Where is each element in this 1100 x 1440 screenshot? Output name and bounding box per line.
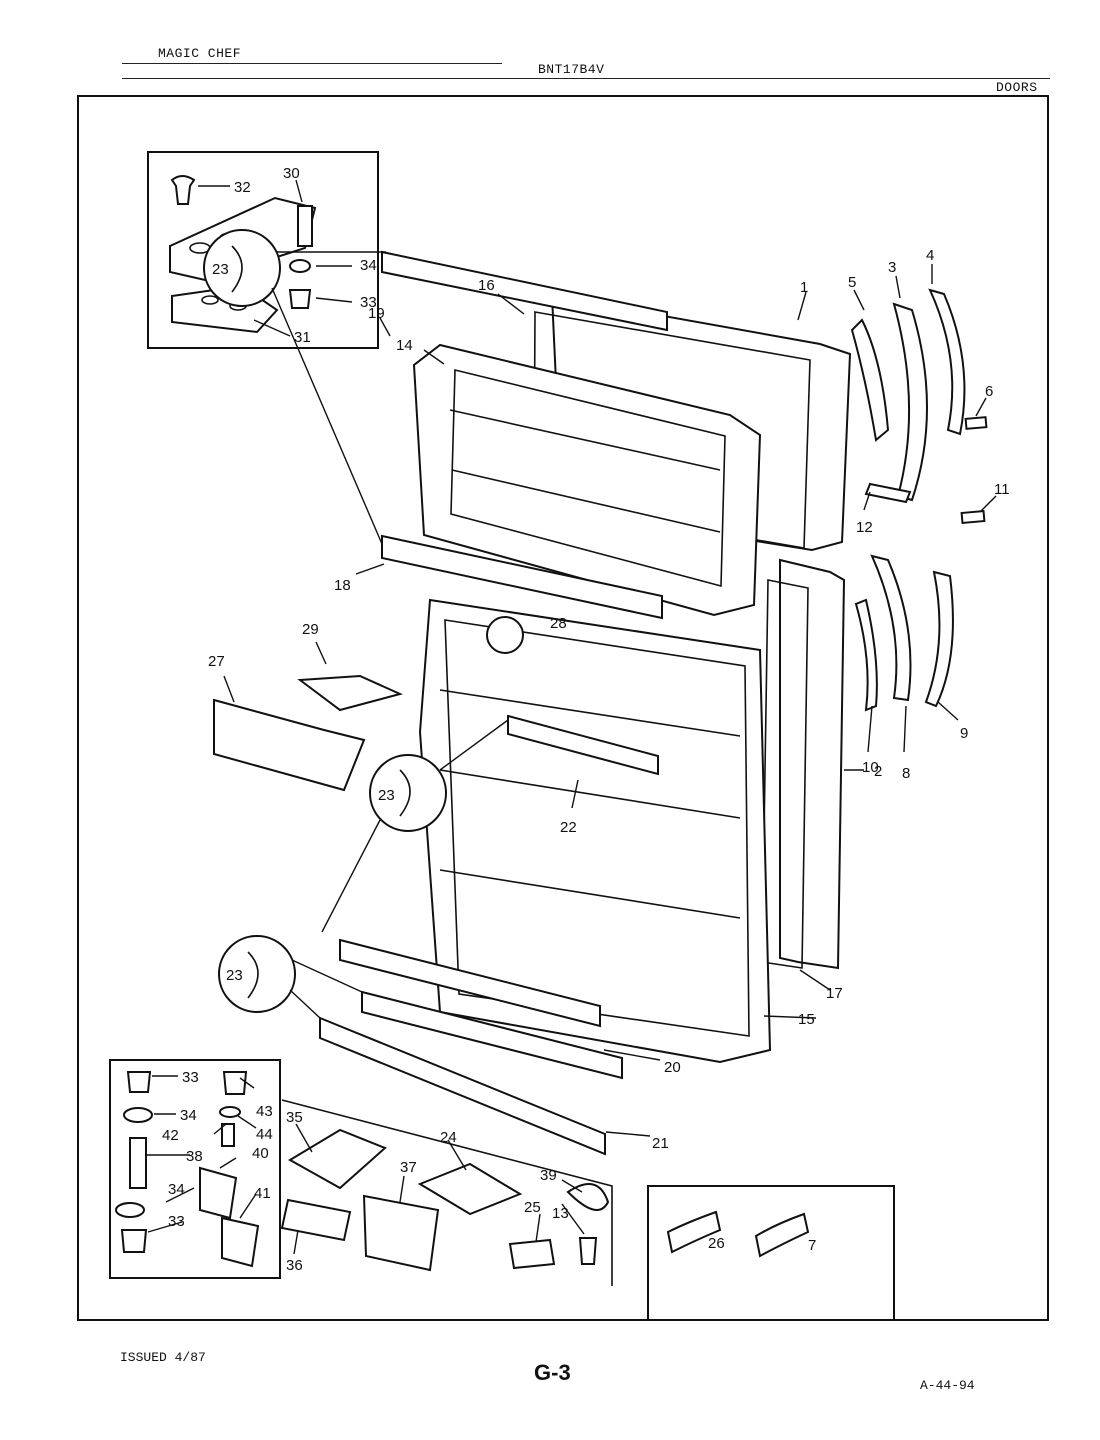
callout-43: 43 xyxy=(256,1103,273,1120)
header-rule-right xyxy=(122,78,1050,79)
callout-31: 31 xyxy=(294,329,311,346)
callout-30: 30 xyxy=(283,165,300,182)
callout-28: 28 xyxy=(550,615,567,632)
callout-15: 15 xyxy=(798,1011,815,1028)
lower-hinge-35 xyxy=(288,1128,387,1190)
callout-9: 9 xyxy=(960,725,968,742)
callout-10: 10 xyxy=(862,759,879,776)
leader-lines xyxy=(146,179,997,1255)
callout-25: 25 xyxy=(524,1199,541,1216)
callout-12: 12 xyxy=(856,519,873,536)
freezer-door-liner xyxy=(412,343,762,617)
bottom-hinge-inset xyxy=(109,1059,281,1279)
door-shelf-rail-22 xyxy=(507,714,659,776)
diagram-frame xyxy=(77,95,1049,1321)
callout-37: 37 xyxy=(400,1159,417,1176)
callout-11: 11 xyxy=(994,481,1010,498)
callout-20: 20 xyxy=(664,1059,681,1076)
section-label: DOORS xyxy=(996,80,1038,95)
callout-38: 38 xyxy=(186,1148,203,1165)
callout-34-bottom-a: 34 xyxy=(180,1107,197,1124)
callout-44: 44 xyxy=(256,1126,273,1143)
hinge-part-8 xyxy=(870,554,912,702)
lower-hinge-shim-36 xyxy=(280,1198,352,1242)
callout-8: 8 xyxy=(902,765,910,782)
detail-circle-middle xyxy=(321,719,509,933)
callout-33-bottom-a: 33 xyxy=(182,1069,199,1086)
door-rail-21a xyxy=(361,990,623,1080)
callout-26: 26 xyxy=(708,1235,725,1252)
model-label: BNT17B4V xyxy=(538,62,605,77)
hinge-25 xyxy=(508,1238,556,1270)
freezer-shelf-rail-19 xyxy=(381,250,668,332)
door-rail-20 xyxy=(339,938,601,1028)
callout-18: 18 xyxy=(334,577,351,594)
brand-label: MAGIC CHEF xyxy=(158,46,242,61)
callout-39: 39 xyxy=(540,1167,557,1184)
hinge-part-3 xyxy=(892,302,928,502)
fresh-food-door-outer xyxy=(779,558,846,970)
hinge-part-10 xyxy=(854,598,878,712)
door-rail-21b xyxy=(319,1016,606,1156)
callout-24: 24 xyxy=(440,1129,457,1146)
callout-36: 36 xyxy=(286,1257,303,1274)
pin-13 xyxy=(578,1237,598,1265)
callout-3: 3 xyxy=(888,259,896,276)
detail-circle-28 xyxy=(486,616,524,654)
drawing-number: A-44-94 xyxy=(920,1378,975,1393)
callout-27: 27 xyxy=(208,653,225,670)
detail-circle-top xyxy=(203,229,386,545)
callout-34-bottom-b: 34 xyxy=(168,1181,185,1198)
hinge-part-9 xyxy=(924,570,954,708)
issued-date: ISSUED 4/87 xyxy=(120,1350,206,1365)
dairy-door-29 xyxy=(297,674,403,712)
callout-14: 14 xyxy=(396,337,413,354)
header-rule-left xyxy=(122,63,502,64)
callout-29: 29 xyxy=(302,621,319,638)
hinge-part-4 xyxy=(928,288,966,436)
page-code: G-3 xyxy=(534,1360,571,1385)
callout-6: 6 xyxy=(985,383,993,400)
callout-19: 19 xyxy=(368,305,385,322)
freezer-shelf-rail-18 xyxy=(381,534,663,620)
callout-2: 2 xyxy=(874,763,882,780)
callout-40: 40 xyxy=(252,1145,269,1162)
dairy-bin-27 xyxy=(213,698,366,792)
callout-5: 5 xyxy=(848,274,856,291)
callout-32: 32 xyxy=(234,179,251,196)
callout-13: 13 xyxy=(552,1205,569,1222)
callout-21: 21 xyxy=(652,1135,669,1152)
callout-23-top: 23 xyxy=(212,261,229,278)
callout-22: 22 xyxy=(560,819,577,836)
callout-16: 16 xyxy=(478,277,495,294)
hinge-cover-24 xyxy=(417,1162,523,1216)
callout-1: 1 xyxy=(800,279,808,296)
callout-17: 17 xyxy=(826,985,843,1002)
callout-34-top: 34 xyxy=(360,257,377,274)
callout-4: 4 xyxy=(926,247,934,264)
detail-circle-lower xyxy=(218,935,363,1019)
callout-33-top: 33 xyxy=(360,294,377,311)
lower-hinge-plate-37 xyxy=(362,1194,440,1272)
callout-labels: 32 30 34 33 31 16 1 14 19 18 5 3 4 6 11 … xyxy=(162,165,1010,1274)
cap-39 xyxy=(566,1183,610,1211)
cover-inset xyxy=(647,1185,895,1321)
callout-42: 42 xyxy=(162,1127,179,1144)
callout-23-lower: 23 xyxy=(226,967,243,984)
callout-35: 35 xyxy=(286,1109,303,1126)
callout-23-middle: 23 xyxy=(378,787,395,804)
callout-33-bottom-b: 33 xyxy=(168,1213,185,1230)
callout-7: 7 xyxy=(808,1237,816,1254)
hinge-part-5 xyxy=(850,318,890,442)
callout-41: 41 xyxy=(254,1185,271,1202)
